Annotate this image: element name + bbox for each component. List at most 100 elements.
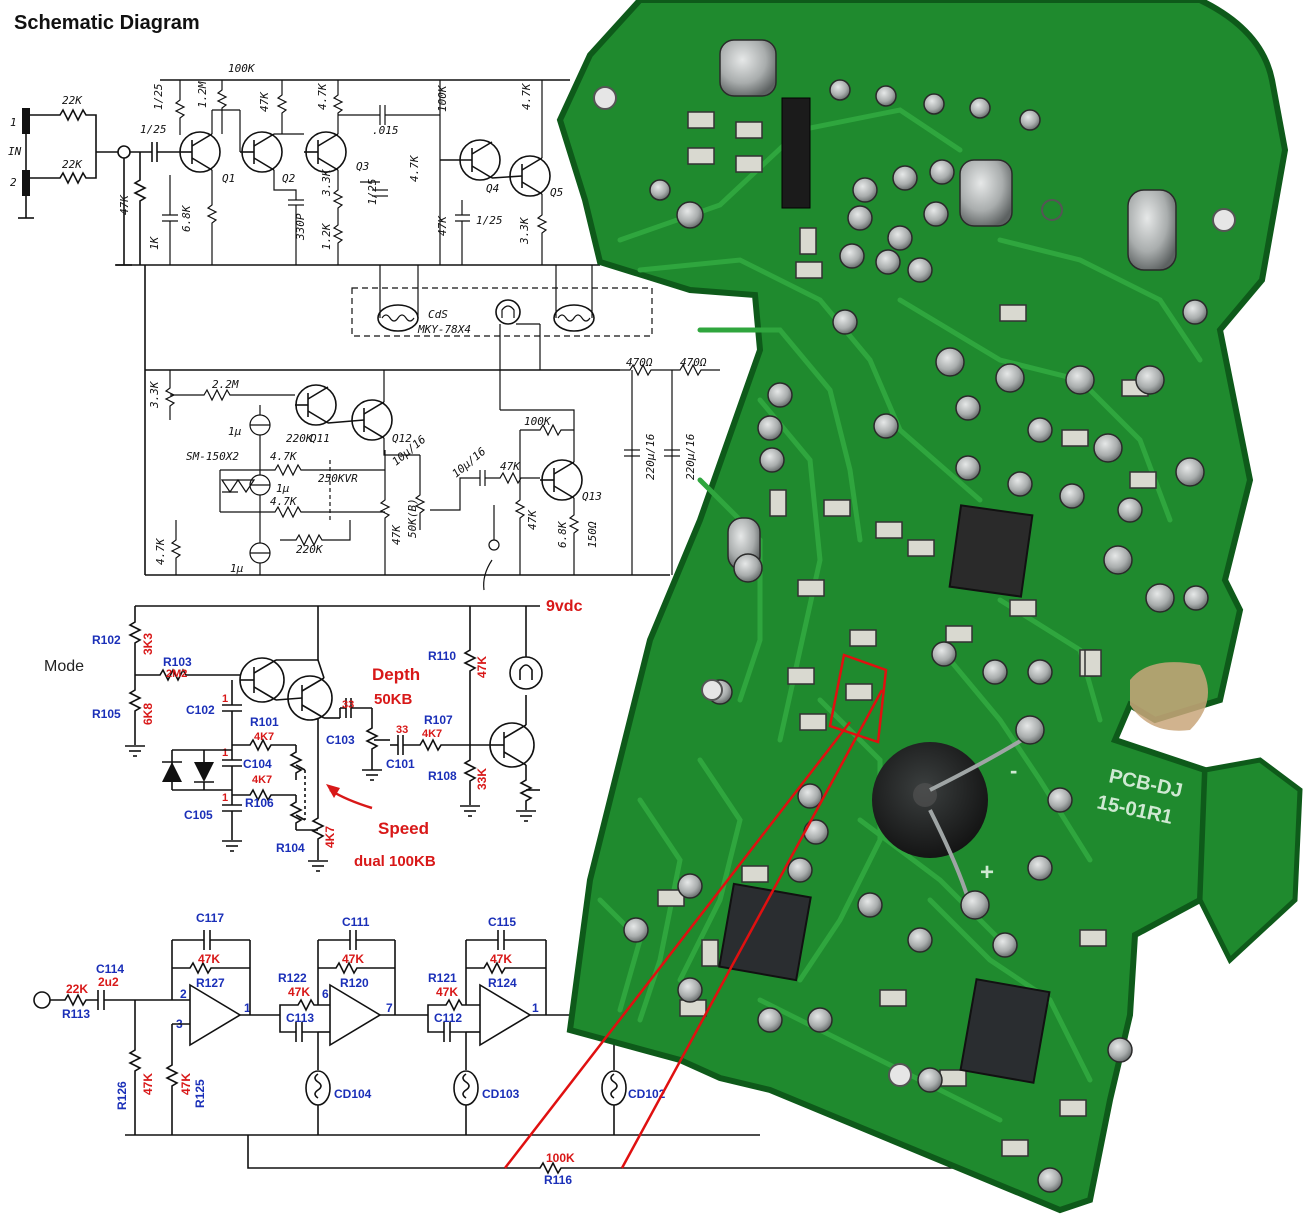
opamp-1-icon bbox=[189, 983, 242, 1047]
q13-label: Q13 bbox=[582, 490, 602, 503]
resistor-label: 4.7K bbox=[316, 82, 329, 110]
resistor-label: 22K bbox=[62, 158, 83, 171]
ground-icon bbox=[222, 840, 242, 852]
sm-diode-label: SM-150X2 bbox=[186, 450, 239, 463]
r101-label: R101 bbox=[250, 715, 279, 729]
capacitor-label: 1μ bbox=[228, 425, 242, 438]
r126-label: R126 bbox=[115, 1081, 129, 1110]
speed-value: dual 100KB bbox=[354, 853, 436, 870]
r116-value: 100K bbox=[546, 1151, 575, 1165]
c103-label: C103 bbox=[326, 733, 355, 747]
handwritten-schematic: 1 IN 2 22K 22K 47K 1/25 Q1 bbox=[8, 62, 720, 591]
resistor-label: 47K bbox=[526, 509, 539, 530]
resistor-label: 3.3K bbox=[518, 216, 531, 245]
resistor-label: 470Ω bbox=[680, 356, 707, 369]
cds-cell-icon bbox=[453, 1070, 479, 1106]
opamp-3-icon bbox=[479, 983, 532, 1047]
cds-module-box bbox=[351, 287, 653, 337]
opamp-chain-schematic: 22K R113 C114 2u2 R126 47K 47K R125 100K… bbox=[33, 911, 1000, 1187]
transistor-q2-icon bbox=[240, 131, 283, 173]
resistor-label: 47K bbox=[118, 194, 131, 215]
resistor-label: 4.7K bbox=[154, 537, 167, 565]
transistor-q3-icon bbox=[304, 131, 347, 173]
q12-label: Q12 bbox=[392, 432, 412, 445]
pin-label: 7 bbox=[386, 1001, 393, 1015]
lfo-schematic: Mode 9vdc R102 3K3 R103 2M2 R105 6K8 bbox=[44, 598, 583, 872]
mode-label: Mode bbox=[44, 658, 84, 675]
r105-value: 6K8 bbox=[141, 703, 155, 725]
mky-label: MKY-78X4 bbox=[417, 323, 471, 336]
resistor-label: 47K bbox=[436, 215, 449, 236]
c101-label: C101 bbox=[386, 757, 415, 771]
r116-label: R116 bbox=[544, 1173, 572, 1187]
transistor-q12-icon bbox=[275, 675, 333, 721]
resistor-label: 100K bbox=[436, 84, 449, 112]
transistor-q1-icon bbox=[179, 131, 221, 173]
capacitor-label: 1μ bbox=[230, 562, 244, 575]
resistor-label: 1.2M bbox=[196, 81, 209, 108]
c115-label: C115 bbox=[488, 915, 516, 929]
c105-value: 1 bbox=[222, 792, 228, 804]
capacitor-label: 1/25 bbox=[366, 179, 379, 206]
capacitor-label: 1/25 bbox=[476, 214, 503, 227]
pot-label: 250KVR bbox=[318, 472, 358, 485]
transistor-q4-icon bbox=[440, 139, 501, 181]
c102-label: C102 bbox=[186, 703, 215, 717]
resistor-label: 4.7K bbox=[520, 82, 533, 110]
r104-value: 4K7 bbox=[323, 826, 337, 848]
capacitor-label: 220μ/16 bbox=[684, 433, 697, 480]
resistor-label: 47K bbox=[258, 91, 271, 112]
pin-label: 1 bbox=[244, 1001, 251, 1015]
r124-label: R124 bbox=[488, 976, 517, 990]
diode-icon bbox=[194, 762, 214, 782]
capacitor-label: .015 bbox=[372, 124, 399, 137]
resistor-label: 220K bbox=[296, 543, 324, 556]
cd102-label: CD102 bbox=[628, 1087, 666, 1101]
diode-icon bbox=[220, 479, 240, 494]
resistor-label: 220K bbox=[286, 432, 314, 445]
callout-line bbox=[620, 689, 884, 1169]
speed-label: Speed bbox=[378, 819, 429, 838]
capacitor-label: 1/25 bbox=[140, 123, 167, 136]
cd103-label: CD103 bbox=[482, 1087, 520, 1101]
capacitor-label: 10μ/16 bbox=[450, 445, 489, 481]
r124-value: 47K bbox=[490, 952, 512, 966]
r127-label: R127 bbox=[196, 976, 225, 990]
transistor-q12-icon bbox=[327, 399, 393, 441]
lamp-icon bbox=[509, 656, 543, 690]
c103-value: 33 bbox=[342, 699, 354, 711]
q11-label: Q11 bbox=[310, 432, 330, 445]
ground-icon bbox=[460, 805, 480, 817]
c117-label: C117 bbox=[196, 911, 224, 925]
r102-value: 3K3 bbox=[141, 633, 155, 655]
r110-value: 47K bbox=[475, 656, 489, 678]
r108-label: R108 bbox=[428, 769, 457, 783]
diode-icon bbox=[162, 762, 182, 782]
r113-label: R113 bbox=[62, 1007, 90, 1021]
lamp-icon bbox=[495, 299, 521, 325]
r106-value: 4K7 bbox=[252, 774, 272, 786]
r105-label: R105 bbox=[92, 707, 121, 721]
depth-value: 50KB bbox=[374, 691, 413, 708]
r121-value: 47K bbox=[436, 985, 458, 999]
input-label: IN bbox=[8, 145, 22, 158]
r108-value: 33K bbox=[475, 768, 489, 790]
resistor-label: 1.2K bbox=[320, 222, 333, 250]
r121-label: R121 bbox=[428, 971, 457, 985]
resistor-label: 150Ω bbox=[586, 521, 599, 548]
r103-value: 2M2 bbox=[166, 668, 187, 680]
callout-highlight-box bbox=[828, 653, 888, 744]
cds-label: CdS bbox=[428, 308, 448, 321]
ground-icon bbox=[125, 745, 145, 757]
cds-cell-icon bbox=[601, 1070, 627, 1106]
r106-label: R106 bbox=[245, 796, 274, 810]
q3-label: Q3 bbox=[356, 160, 369, 173]
r102-label: R102 bbox=[92, 633, 121, 647]
svg-text:+: + bbox=[980, 859, 994, 886]
capacitor-label: 1μ bbox=[276, 482, 290, 495]
c111-label: C111 bbox=[342, 915, 370, 929]
output-node-icon bbox=[488, 539, 500, 551]
red-callout bbox=[504, 653, 888, 1169]
r103-label: R103 bbox=[163, 655, 192, 669]
